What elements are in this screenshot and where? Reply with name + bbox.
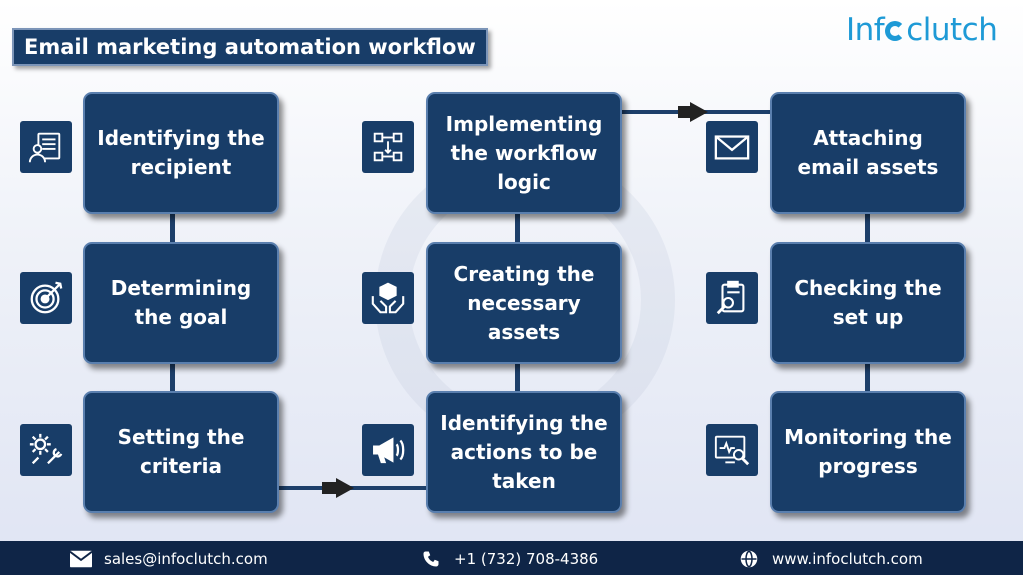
monitor-magnifier-icon <box>706 424 758 476</box>
recipient-profile-icon <box>20 121 72 173</box>
gear-wrench-settings-icon <box>20 424 72 476</box>
target-goal-icon <box>20 272 72 324</box>
footer-phone: +1 (732) 708-4386 <box>420 548 598 570</box>
title-banner: Email marketing automation workflow <box>12 28 488 66</box>
step-card-creating-assets: Creating the necessary assets <box>426 242 622 364</box>
arrow-step3-step4-icon <box>336 478 354 498</box>
footer-website-text[interactable]: www.infoclutch.com <box>772 550 923 568</box>
clipboard-magnifier-icon <box>706 272 758 324</box>
phone-icon <box>423 551 439 567</box>
step-card-attaching-assets: Attaching email assets <box>770 92 966 214</box>
step-label: Creating the necessary assets <box>453 261 595 344</box>
step-label: Monitoring the progress <box>784 425 952 478</box>
contact-footer: sales@infoclutch.com +1 (732) 708-4386 w… <box>0 541 1023 575</box>
step-card-monitoring-progress: Monitoring the progress <box>770 391 966 513</box>
step-card-implementing-logic: Implementing the workflow logic <box>426 92 622 214</box>
envelope-icon <box>706 121 758 173</box>
step-card-identifying-recipient: Identifying the recipient <box>83 92 279 214</box>
connector-step2-step3 <box>170 362 175 395</box>
arrow-step6-step7-icon <box>690 102 708 122</box>
step-label: Setting the criteria <box>117 425 245 478</box>
connector-step1-step2 <box>170 212 175 245</box>
connector-step5-step6 <box>515 212 520 245</box>
connector-step7-step8 <box>865 212 870 245</box>
step-label: Implementing the workflow logic <box>445 111 603 194</box>
infoclutch-logo: Inf clutch <box>846 10 1011 50</box>
footer-email: sales@infoclutch.com <box>70 548 268 570</box>
step-label: Attaching email assets <box>797 126 939 179</box>
globe-icon <box>740 550 758 568</box>
footer-website: www.infoclutch.com <box>738 548 923 570</box>
megaphone-icon <box>362 424 414 476</box>
hands-cube-icon <box>362 272 414 324</box>
footer-email-text[interactable]: sales@infoclutch.com <box>104 550 268 568</box>
step-card-setting-criteria: Setting the criteria <box>83 391 279 513</box>
mail-icon <box>70 550 92 568</box>
step-label: Checking the set up <box>794 276 942 329</box>
footer-phone-text[interactable]: +1 (732) 708-4386 <box>454 550 599 568</box>
step-label: Determining the goal <box>110 276 252 329</box>
page-title: Email marketing automation workflow <box>24 35 476 59</box>
step-card-checking-setup: Checking the set up <box>770 242 966 364</box>
connector-step8-step9 <box>865 362 870 395</box>
connector-step4-step5 <box>515 362 520 395</box>
logo-text-start: Inf <box>846 12 885 48</box>
logo-text-end: clutch <box>906 12 998 48</box>
step-card-identifying-actions: Identifying the actions to be taken <box>426 391 622 513</box>
arrow-step6-step7-shaft <box>678 106 692 118</box>
step-card-determining-goal: Determining the goal <box>83 242 279 364</box>
logo-ring-icon <box>885 21 906 41</box>
step-label: Identifying the recipient <box>97 126 265 179</box>
workflow-diagram-icon <box>362 121 414 173</box>
step-label: Identifying the actions to be taken <box>440 410 608 493</box>
arrow-step3-step4-shaft <box>322 482 338 494</box>
